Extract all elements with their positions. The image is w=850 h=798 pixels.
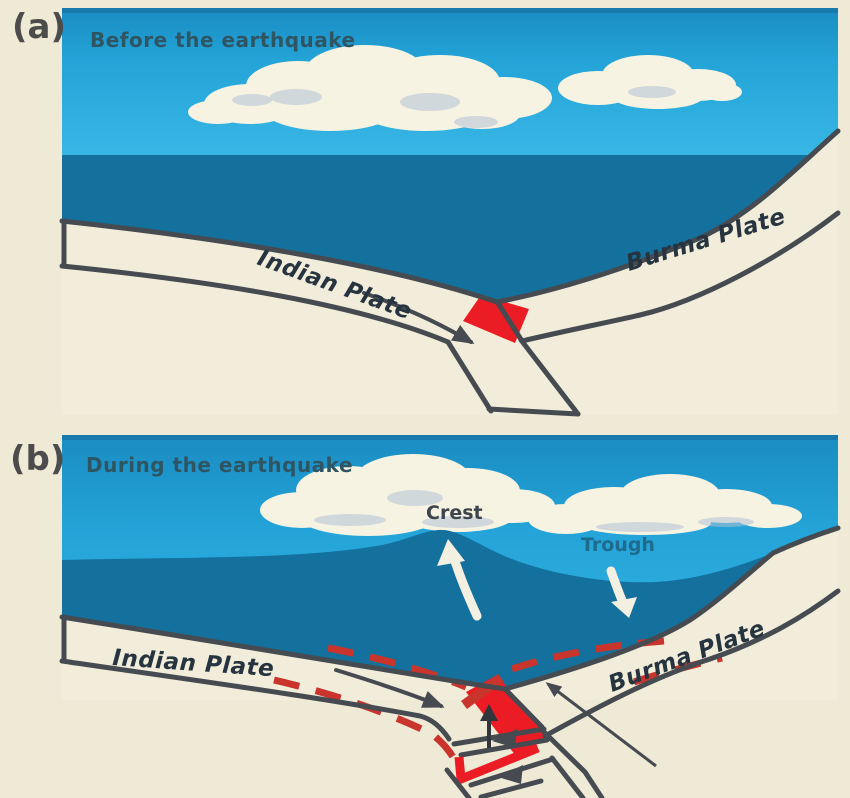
panel-b-cloud-large	[260, 454, 555, 536]
crest-up-arrow	[437, 539, 482, 621]
panel-a-indian-plate	[59, 218, 581, 417]
panel-a-caption: Before the earthquake	[90, 28, 356, 52]
panel-b-tag: (b)	[10, 439, 65, 479]
trough-down-arrow	[606, 566, 637, 618]
panel-b-broken-slab	[444, 726, 605, 798]
panel-b-indian-plate	[59, 614, 508, 742]
panel-b-cloud-band	[528, 474, 802, 535]
panel-b-caption: During the earthquake	[86, 453, 353, 477]
panel-b-sky-top-edge	[62, 435, 838, 440]
trough-label: Trough	[581, 534, 655, 556]
panel-b-burma-plate	[502, 525, 841, 739]
panel-a-cloud-small	[558, 55, 742, 109]
panel-a-tag: (a)	[12, 7, 66, 47]
panel-a-plate-motion-arrow	[362, 291, 475, 345]
slab-slip-arrow-lower	[498, 765, 523, 784]
slab-slip-arrow-upper	[492, 729, 517, 748]
panel-b-slipped-fault-wedge	[466, 675, 549, 756]
crest-label: Crest	[426, 502, 483, 524]
panel-a-plates-ground	[62, 131, 838, 415]
panel-a-cloud-large	[188, 45, 552, 131]
fault-annotation-arrow	[545, 682, 657, 768]
panel-b-ocean-wave	[62, 529, 773, 689]
panel-a-locked-fault-zone	[463, 295, 529, 343]
slab-fault-red-line	[454, 743, 540, 786]
panel-b-fault-scarp-edge	[461, 673, 504, 710]
panel-a: (a) Before the earthquake Indian Plate B…	[12, 7, 841, 417]
panel-b: (b) During the earthquake Crest Trough I…	[10, 435, 841, 798]
panel-a-burma-plate	[494, 128, 841, 344]
uplift-arrow	[480, 704, 498, 748]
panel-b-plates-ground	[62, 528, 838, 700]
panel-b-plate-motion-arrow	[334, 668, 445, 708]
panel-a-sky-top-edge	[62, 8, 838, 13]
